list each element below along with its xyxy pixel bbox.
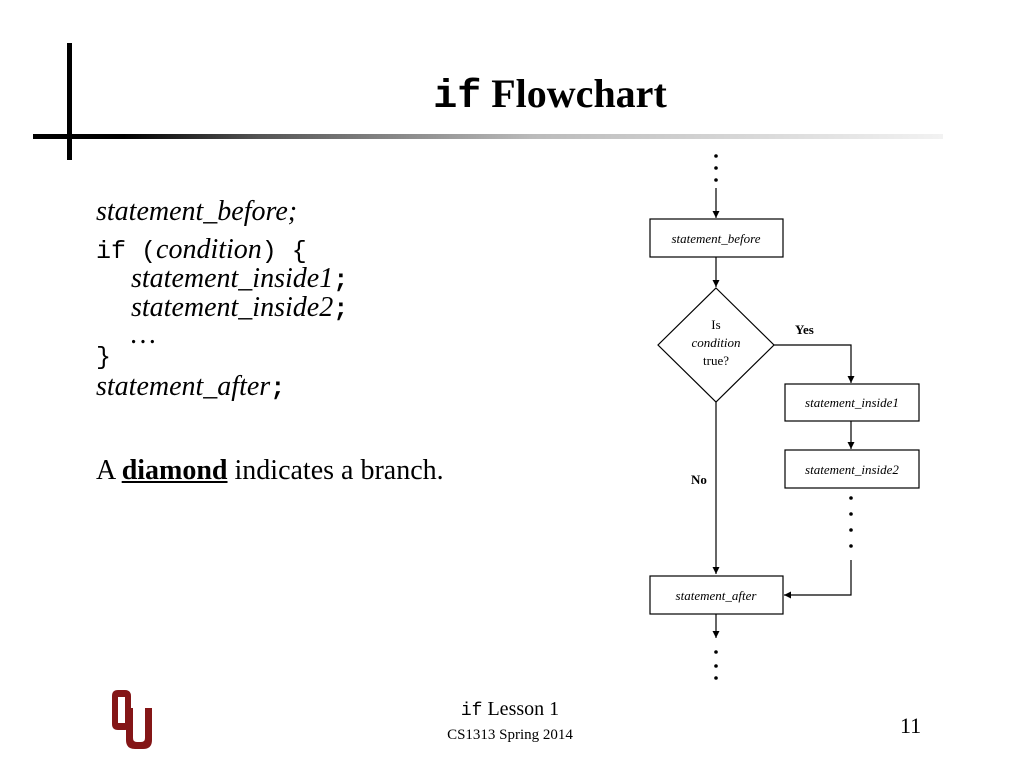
paragraph-tail: indicates a branch. — [227, 455, 444, 486]
footer: if Lesson 1 CS1313 Spring 2014 — [380, 698, 640, 744]
diamond-line1: Is — [711, 317, 720, 332]
ou-logo — [112, 690, 152, 749]
code-line-statement-before: statement_before; — [96, 196, 298, 227]
no-label: No — [691, 472, 707, 487]
bottom-continuation-dots — [714, 650, 718, 680]
branch-paragraph: A diamond indicates a branch. — [96, 455, 444, 487]
code-line-if: if (condition) { — [96, 234, 307, 266]
box-statement-inside2 — [784, 449, 920, 489]
return-arrow — [784, 560, 852, 599]
code-line-inside1: statement_inside1; — [131, 263, 349, 295]
code-line-inside2: statement_inside2; — [131, 292, 349, 324]
title-keyword: if — [433, 75, 482, 120]
code-line-statement-after: statement_after; — [96, 371, 286, 403]
box-statement-after — [649, 575, 784, 615]
yes-branch-arrow — [774, 344, 855, 383]
diamond-word: diamond — [121, 455, 228, 486]
title-vertical-rule — [67, 43, 72, 160]
inside2-text: statement_inside2 — [131, 292, 334, 323]
slide-title: if Flowchart — [300, 70, 800, 120]
box-inside2-label: statement_inside2 — [805, 462, 899, 477]
condition-text: condition — [156, 234, 262, 265]
paragraph-lead: A — [96, 455, 122, 486]
inside1-semicolon: ; — [333, 266, 349, 295]
diamond-line3: true? — [703, 353, 729, 368]
yes-label: Yes — [795, 322, 814, 337]
footer-lesson: Lesson 1 — [487, 698, 560, 720]
title-horizontal-rule — [33, 134, 943, 139]
title-text: Flowchart — [491, 71, 667, 116]
page-number: 11 — [900, 713, 922, 738]
after-text: statement_after — [96, 371, 271, 402]
box-statement-before — [649, 218, 784, 258]
footer-keyword: if — [460, 701, 483, 721]
box-after-label: statement_after — [676, 588, 758, 603]
box-statement-inside1 — [784, 383, 920, 422]
code-line-close-brace: } — [96, 343, 112, 372]
inside1-text: statement_inside1 — [131, 263, 334, 294]
footer-course: CS1313 Spring 2014 — [447, 727, 573, 743]
inside-continuation-dots — [849, 496, 853, 548]
box-inside1-label: statement_inside1 — [805, 395, 899, 410]
box-before-label: statement_before — [671, 231, 760, 246]
top-continuation-dots — [714, 154, 718, 182]
diamond-line2: condition — [691, 335, 740, 350]
if-keyword: if ( — [96, 237, 157, 266]
inside2-semicolon: ; — [333, 295, 349, 324]
after-semicolon: ; — [270, 374, 286, 403]
if-close: ) { — [261, 237, 307, 266]
code-line-ellipsis: … — [131, 319, 156, 350]
